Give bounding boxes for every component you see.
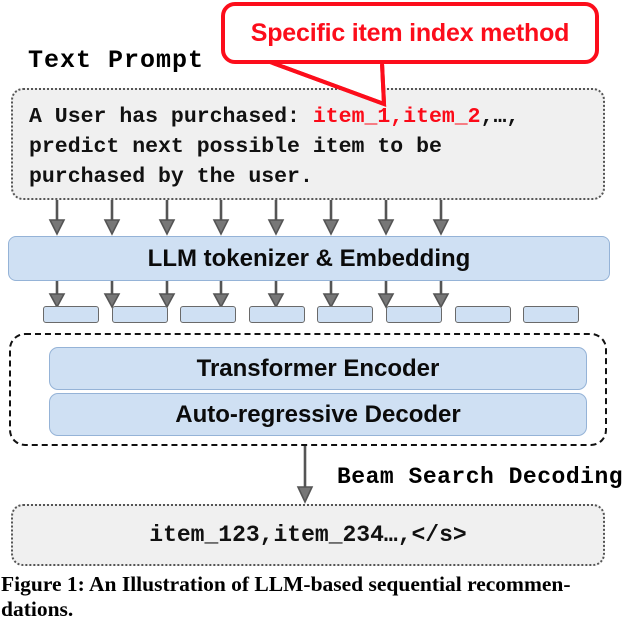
- callout-bubble: Specific item index method: [221, 2, 599, 64]
- output-text: item_123,item_234…,</s>: [149, 522, 467, 548]
- token-chip: [112, 306, 168, 323]
- prompt-text-before: A User has purchased:: [29, 105, 313, 129]
- auto-regressive-decoder-label: Auto-regressive Decoder: [175, 400, 461, 428]
- token-chip: [455, 306, 511, 323]
- transformer-encoder-label: Transformer Encoder: [196, 354, 440, 382]
- token-chip: [180, 306, 236, 323]
- beam-search-decoding-label: Beam Search Decoding: [337, 464, 624, 490]
- auto-regressive-decoder-block: Auto-regressive Decoder: [49, 393, 587, 436]
- arrow-row-tokenizer-to-tokens: [48, 281, 450, 309]
- token-embedding-row: [0, 306, 640, 324]
- prompt-text: A User has purchased: item_1,item_2,…, p…: [29, 102, 593, 192]
- token-chip: [43, 306, 99, 323]
- arrow-row-prompt-to-tokenizer: [48, 200, 450, 236]
- prompt-item-tokens: item_1,item_2: [312, 105, 481, 129]
- llm-tokenizer-label: LLM tokenizer & Embedding: [147, 244, 471, 272]
- figure-caption-line-1: Figure 1: An Illustration of LLM-based s…: [1, 572, 571, 596]
- llm-model-block: Transformer Encoder Auto-regressive Deco…: [9, 333, 607, 446]
- transformer-encoder-block: Transformer Encoder: [49, 347, 587, 390]
- output-box: item_123,item_234…,</s>: [11, 504, 605, 566]
- token-chip: [523, 306, 579, 323]
- token-chip: [317, 306, 373, 323]
- arrow-model-to-output: [296, 446, 314, 504]
- prompt-text-after: ,…, predict next possible item to be pur…: [29, 105, 520, 189]
- figure-caption-line-2: dations.: [1, 597, 74, 621]
- llm-tokenizer-embedding-block: LLM tokenizer & Embedding: [8, 236, 610, 281]
- text-prompt-section-label: Text Prompt: [28, 46, 205, 75]
- figure-caption: Figure 1: An Illustration of LLM-based s…: [1, 572, 639, 622]
- token-chip: [386, 306, 442, 323]
- token-chip: [249, 306, 305, 323]
- prompt-box: A User has purchased: item_1,item_2,…, p…: [11, 88, 605, 200]
- callout-label: Specific item index method: [250, 18, 570, 47]
